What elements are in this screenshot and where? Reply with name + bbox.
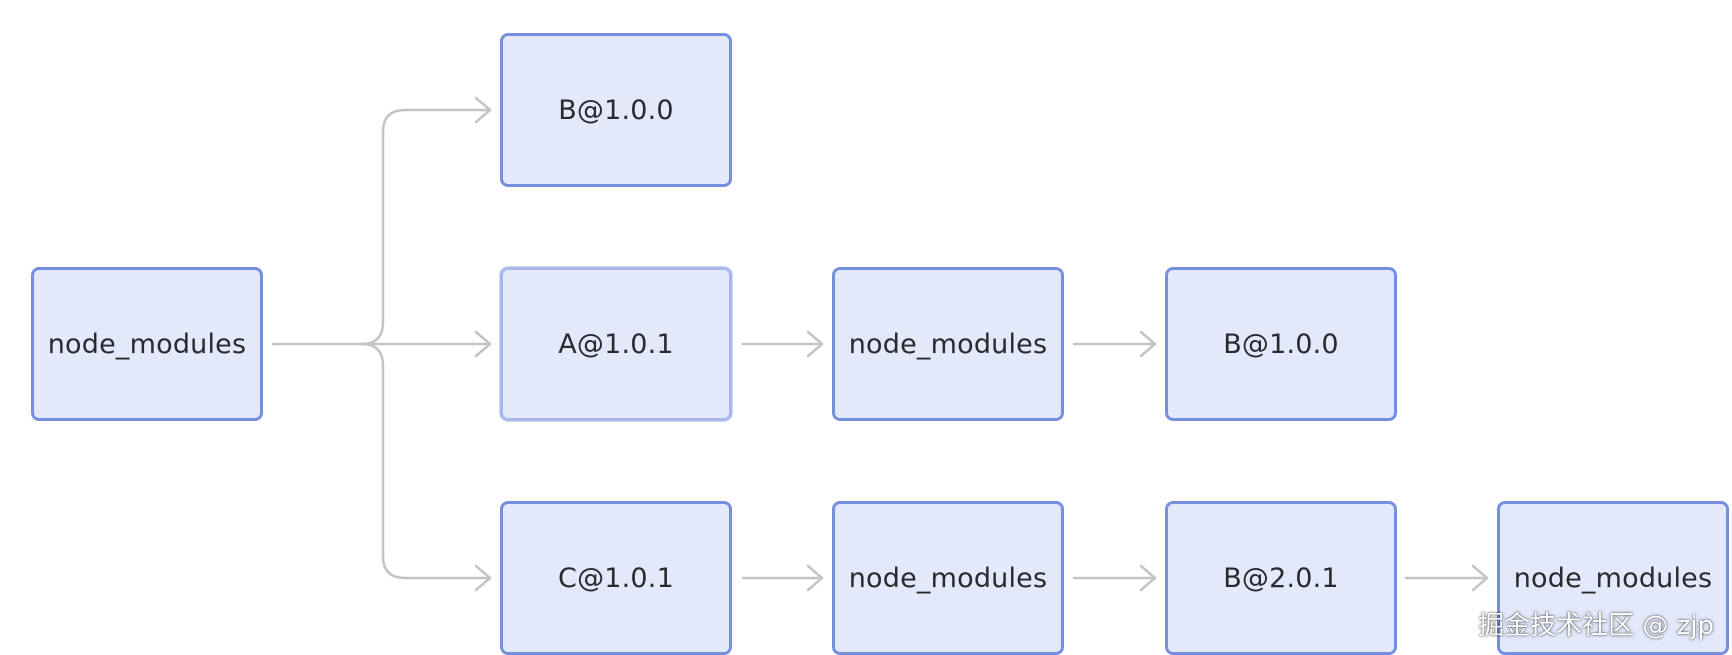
arrowhead-b100-top [474,96,492,124]
edge-root-to-c101 [360,342,492,580]
arrowhead-b100-nested [1139,330,1157,358]
node-label: node_modules [848,562,1048,594]
node-label: node_modules [1513,562,1713,594]
node-a101: A@1.0.1 [500,267,732,421]
node-b-node-modules: node_modules [1497,501,1729,655]
node-b100-nested: B@1.0.0 [1165,267,1397,421]
arrowhead-c101 [474,564,492,592]
arrowhead-b-node-modules [1471,564,1489,592]
node-a-node-modules: node_modules [832,267,1064,421]
node-label: C@1.0.1 [558,562,674,594]
node-c101: C@1.0.1 [500,501,732,655]
node-root-node-modules: node_modules [31,267,263,421]
watermark: 掘金技术社区 @ zjp [1478,611,1714,641]
edge-root-to-b100-top [360,108,492,346]
node-b201: B@2.0.1 [1165,501,1397,655]
arrowhead-a-node-modules [806,330,824,358]
node-label: node_modules [848,328,1048,360]
node-label: B@1.0.0 [558,94,674,126]
node-label: node_modules [47,328,247,360]
node-label: B@2.0.1 [1223,562,1339,594]
node-label: B@1.0.0 [1223,328,1339,360]
arrowhead-a101 [474,330,492,358]
arrowhead-c-node-modules [806,564,824,592]
node-c-node-modules: node_modules [832,501,1064,655]
node-label: A@1.0.1 [558,328,674,360]
arrowhead-b201 [1139,564,1157,592]
node-b100-top: B@1.0.0 [500,33,732,187]
